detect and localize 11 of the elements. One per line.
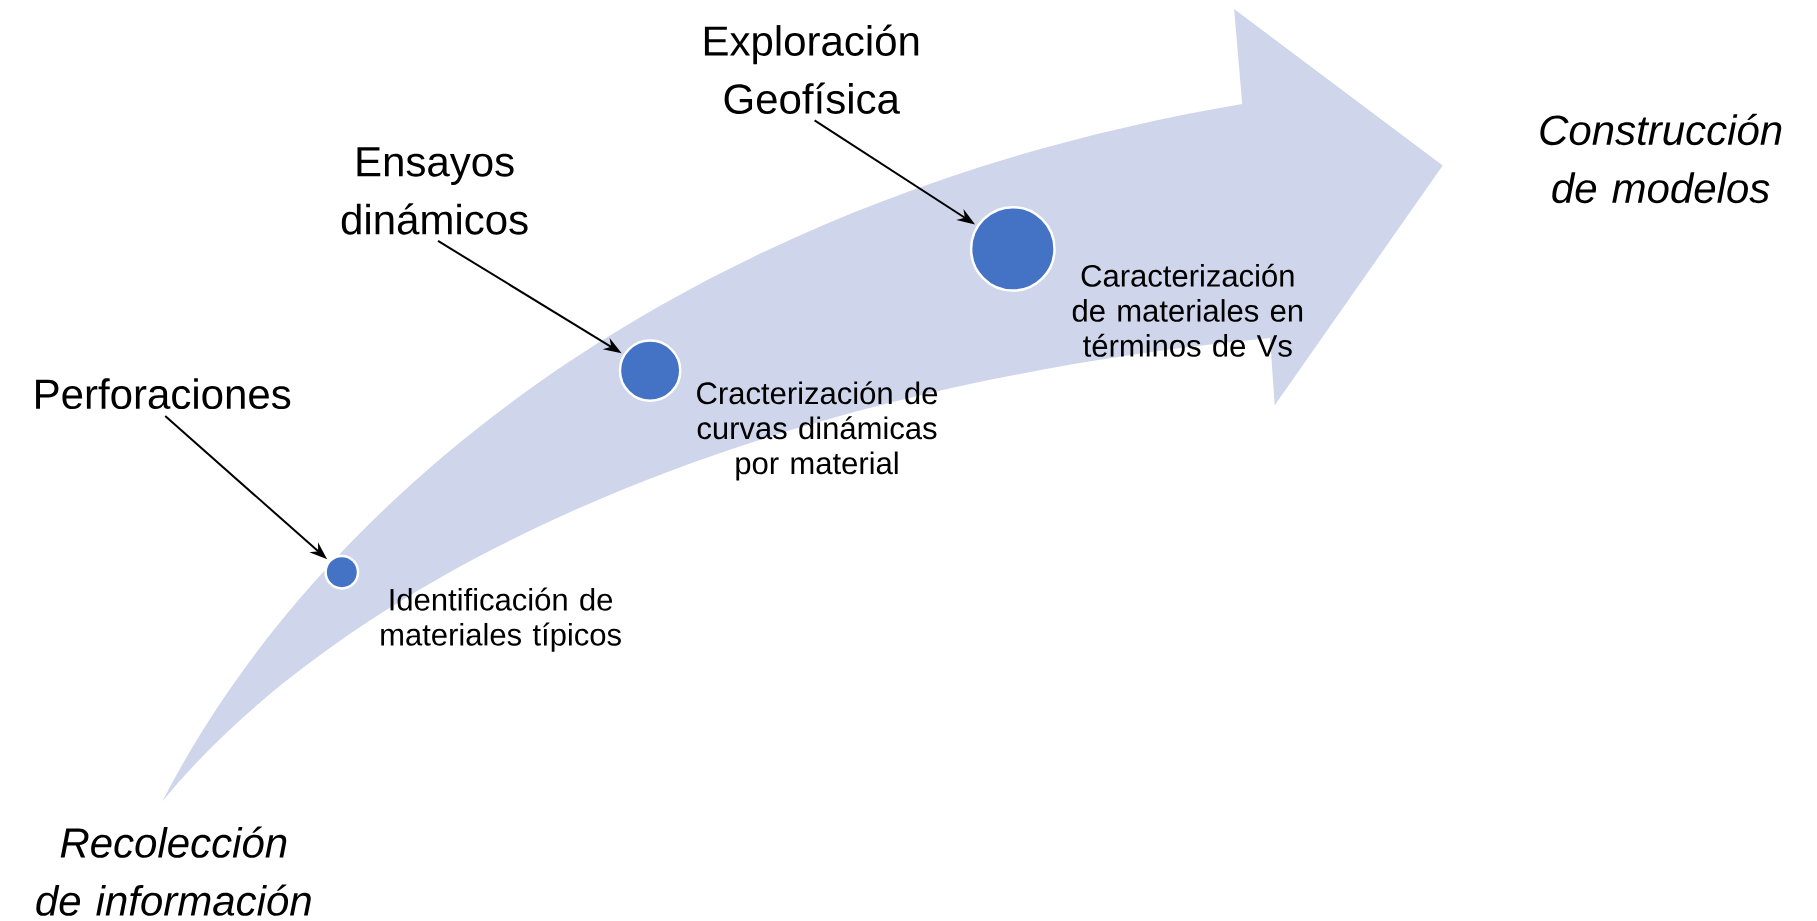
step-heading: Perforaciones bbox=[36, 378, 291, 410]
step-description: Caracterización de materiales en términos de Vs bbox=[1072, 263, 1303, 357]
step-dot bbox=[618, 339, 682, 402]
stage-label: Recolección de información bbox=[36, 826, 311, 916]
step-heading: Ensayos dinámicos bbox=[341, 147, 528, 235]
step-description: Identificación de materiales típicos bbox=[381, 587, 621, 652]
step-dot bbox=[969, 205, 1056, 292]
stage-label: Construcción de modelos bbox=[1540, 113, 1782, 204]
step-description: Cracterización de curvas dinámicas por material bbox=[697, 381, 938, 481]
step-dot bbox=[324, 554, 360, 590]
step-heading: Exploración Geofísica bbox=[704, 24, 919, 114]
